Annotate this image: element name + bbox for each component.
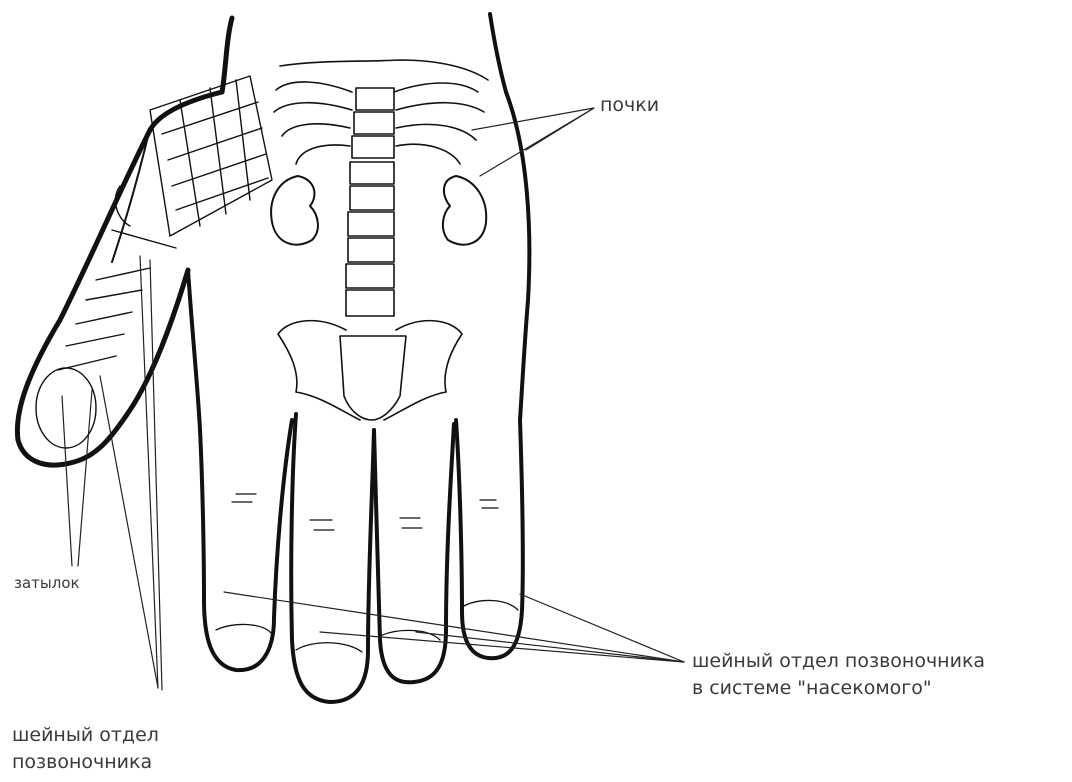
pointer-lines [62,108,684,690]
occiput-label-text: затылок [14,574,80,592]
spine-sketch [274,60,488,420]
cervical-insect-label-line2: в системе "насекомого" [692,675,985,702]
cervical-insect-label: шейный отдел позвоночника в системе "нас… [692,648,985,702]
occiput-label: затылок [14,570,80,597]
kidneys-label: почки [600,92,659,119]
cervical-spine-label-line1: шейный отдел [12,722,159,749]
kidneys-label-text: почки [600,94,659,116]
cervical-insect-label-line1: шейный отдел позвоночника [692,648,985,675]
cervical-spine-label: шейный отдел позвоночника [12,722,159,776]
hand-outline [17,14,529,702]
cervical-spine-label-line2: позвоночника [12,749,159,776]
